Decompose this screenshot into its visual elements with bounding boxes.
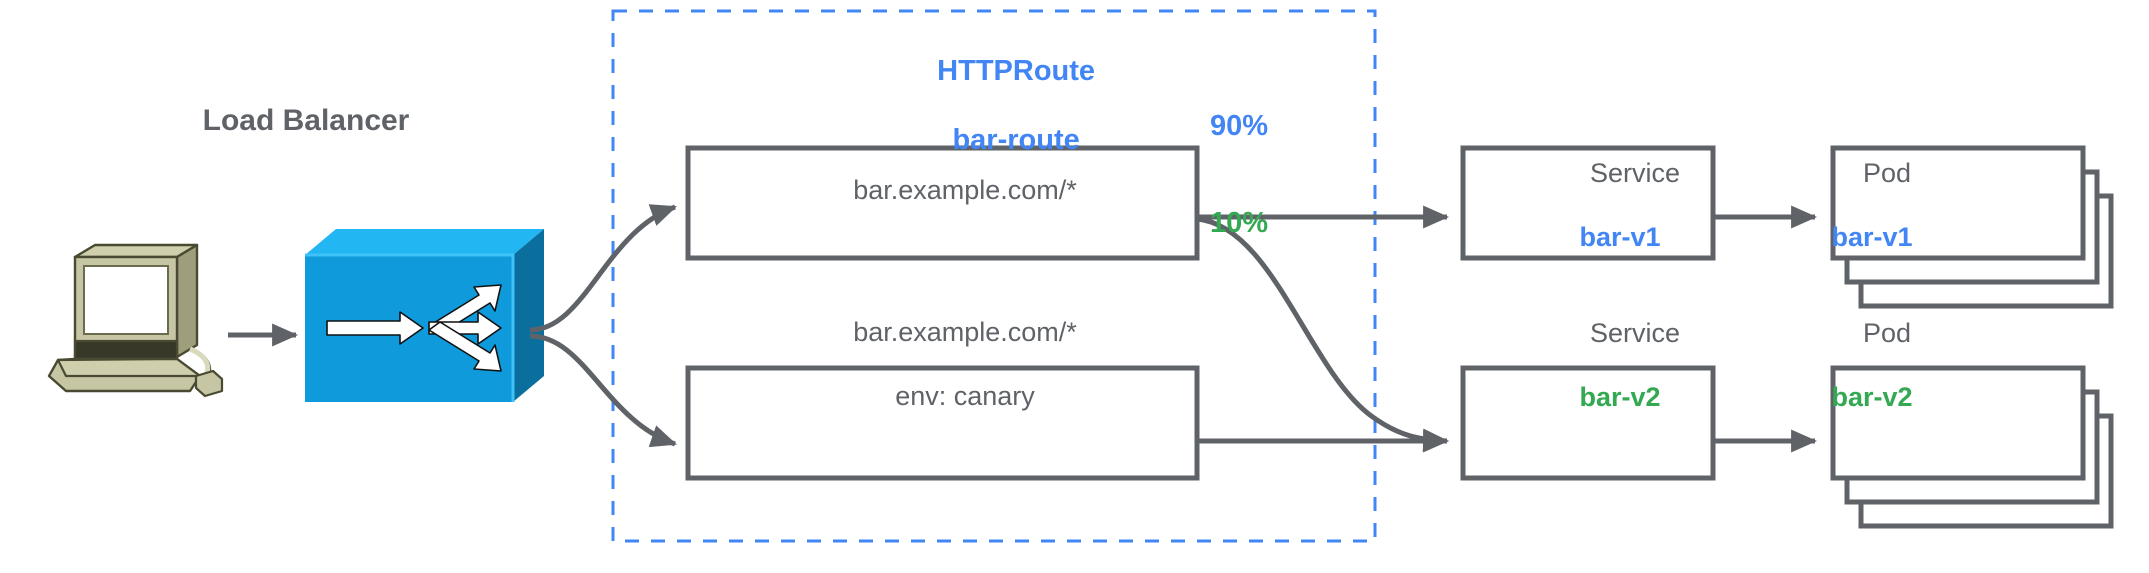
- computer-workstation-icon: [47, 243, 224, 398]
- rule-2-box[interactable]: [685, 365, 1200, 481]
- httproute-boundary: [611, 9, 1377, 543]
- pod-v1-stack[interactable]: [1830, 145, 2114, 309]
- pod-v2-stack[interactable]: [1830, 365, 2114, 529]
- arrow-rule-1-to-service-v2: [1196, 216, 1450, 452]
- service-v2-box[interactable]: [1460, 365, 1716, 481]
- load-balancer-icon: [305, 229, 544, 402]
- arrow-lb-to-rule-1: [529, 204, 677, 333]
- service-v1-box[interactable]: [1460, 145, 1716, 261]
- arrow-lb-to-rule-2: [529, 333, 677, 448]
- rule-1-box[interactable]: [685, 145, 1200, 261]
